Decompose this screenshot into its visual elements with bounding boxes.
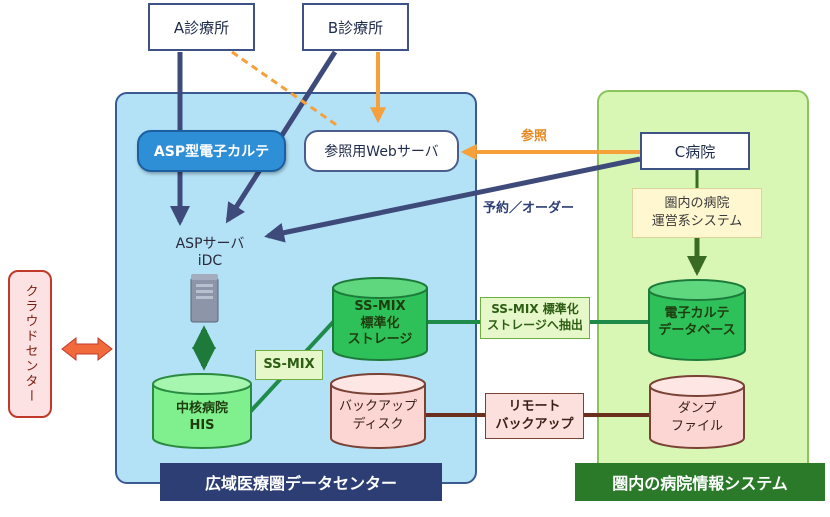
clinic-b-box: B診療所 [302,3,409,51]
dump-file-line2: ファイル [670,419,723,434]
asp-emr-node: ASP型電子カルテ [137,130,286,172]
remote-backup-label: リモート バックアップ [485,393,584,439]
a-to-web-dashed-line [231,50,339,128]
ops-system-line2: 運営系システム [651,214,743,229]
ssmix-storage-line2: 標準化 [360,315,400,331]
ref-web-server-node: 参照用Webサーバ [304,130,459,172]
core-his-line1: 中核病院 [175,401,228,417]
dump-file-label: ダンプ ファイル [650,398,744,438]
ssmix-storage-line1: SS-MIX [354,298,406,314]
asp-server-label-line2: iDC [197,252,223,269]
ssmix-storage-cylinder [332,277,428,361]
datacenter-title: 広域医療圏データセンター [160,463,442,501]
backup-disk-line1: バックアップ [338,399,417,415]
ssmix-storage-label: SS-MIX 標準化 ストレージ [333,296,427,352]
ops-system-line1: 圏内の病院 [664,196,730,212]
emr-db-label: 電子カルテ データベース [649,302,745,344]
emr-db-line2: データベース [658,323,736,338]
local-system-title: 圏内の病院情報システム [575,463,825,501]
ssmix-tag: SS-MIX [255,350,323,380]
hospital-c-box: C病院 [640,132,750,170]
cloud-center-box: クラウドセンター [8,270,52,418]
core-his-line2: HIS [189,418,215,433]
backup-disk-label: バックアップ ディスク [331,396,425,436]
remote-backup-line2: バックアップ [495,417,574,432]
core-his-cylinder [152,373,252,449]
ssmix-storage-line3: ストレージ [347,332,413,348]
emr-db-line1: 電子カルテ [664,306,730,322]
ssmix-extract-line1: SS-MIX 標準化 [491,302,579,317]
core-his-label: 中核病院 HIS [153,396,251,440]
emr-db-cylinder [648,279,746,361]
ssmix-extract-label: SS-MIX 標準化 ストレージへ抽出 [480,297,590,339]
reservation-order-edge-label: 予約／オーダー [483,201,575,216]
ssmix-extract-line2: ストレージへ抽出 [487,318,583,332]
dump-file-line1: ダンプ [677,401,717,417]
server-icon [190,274,219,323]
cloud-double-arrow [61,336,113,362]
ops-system-node: 圏内の病院 運営系システム [632,188,762,238]
reference-edge-label: 参照 [521,129,548,144]
backup-disk-cylinder [330,373,426,449]
c-to-asp-server-arrow [264,156,641,243]
dump-file-cylinder [649,375,745,449]
clinic-a-box: A診療所 [148,3,255,51]
asp-server-label-line1: ASPサーバ [175,236,245,252]
remote-backup-line1: リモート [508,399,561,415]
backup-disk-line2: ディスク [352,417,404,432]
asp-server-label: ASPサーバ iDC [160,236,260,270]
